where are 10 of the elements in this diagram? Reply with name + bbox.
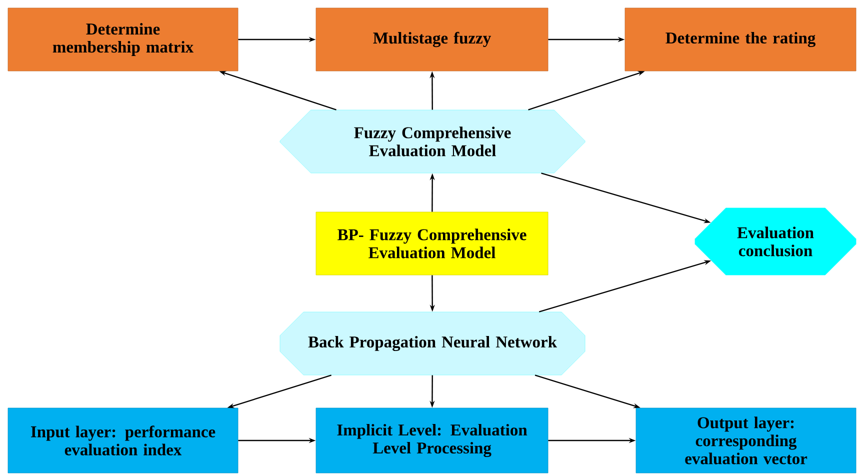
process-box: Determine membership matrix [8, 8, 238, 72]
process-box: Output layer: corresponding evaluation vector [636, 408, 856, 474]
process-box: Determine the rating [624, 8, 856, 72]
octagon-node: Fuzzy Comprehensive Evaluation Model [280, 110, 586, 174]
process-box: BP- Fuzzy Comprehensive Evaluation Model [316, 212, 548, 276]
process-box: Multistage fuzzy [316, 8, 548, 72]
octagon-node: Back Propagation Neural Network [280, 312, 586, 376]
process-box: Implicit Level: Evaluation Level Processing [316, 408, 548, 474]
octagon-node: Evaluation conclusion [694, 208, 856, 276]
process-box: Input layer: performance evaluation index [8, 408, 238, 474]
